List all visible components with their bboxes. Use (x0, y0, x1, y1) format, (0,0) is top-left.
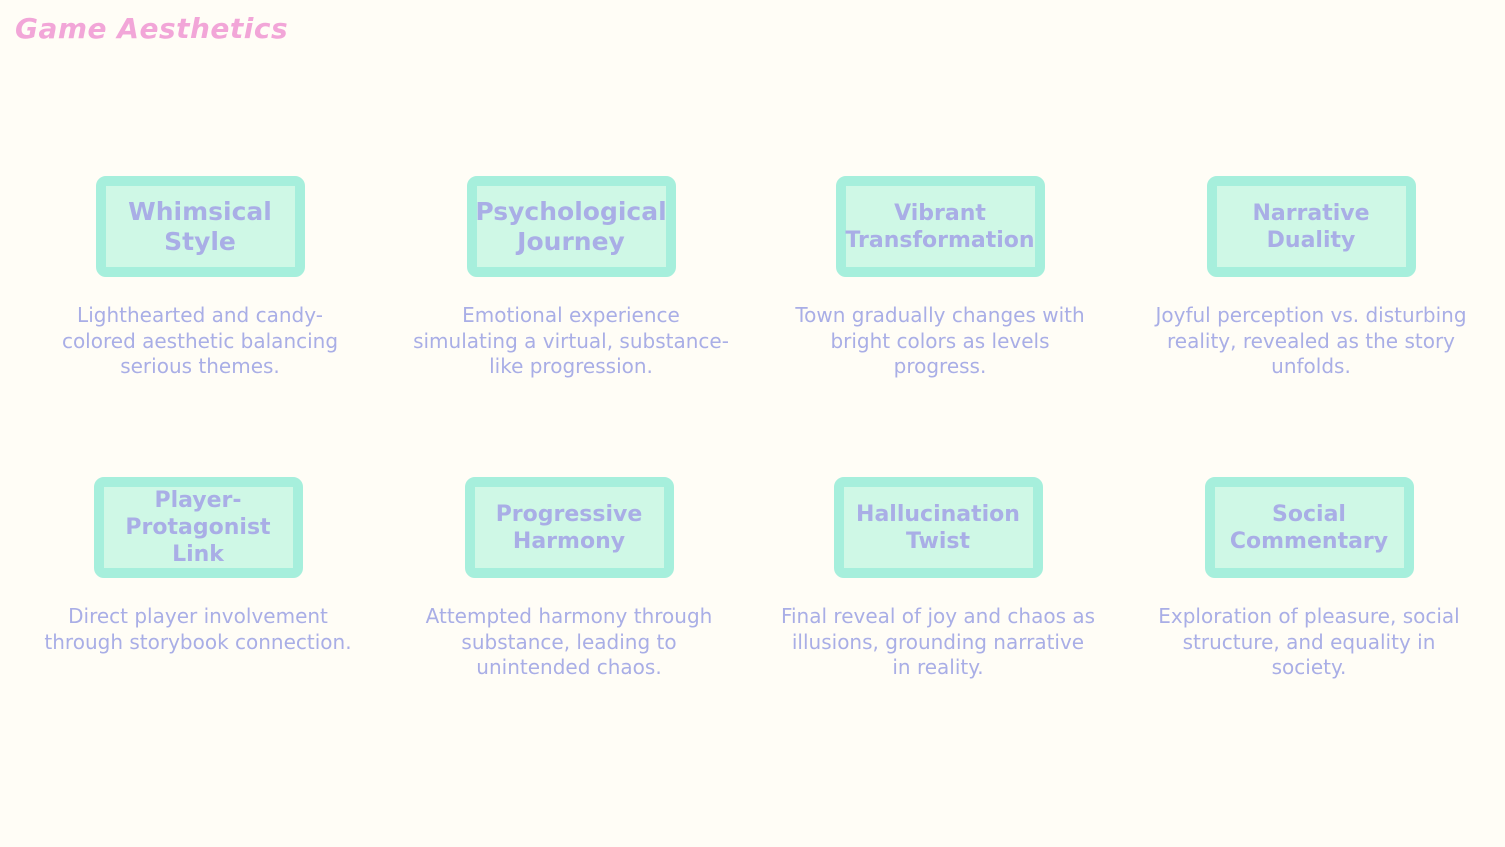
node-label: Narrative Duality (1252, 200, 1370, 253)
node-description: Attempted harmony through substance, lea… (425, 604, 713, 679)
node-description: Town gradually changes with bright color… (795, 303, 1085, 378)
aesthetic-card-narrative-duality: Narrative Duality Joyful perception vs. … (1151, 176, 1471, 380)
node-description: Direct player involvement through storyb… (44, 604, 352, 654)
aesthetic-card-hallucination-twist: Hallucination Twist Final reveal of joy … (778, 477, 1098, 681)
aesthetic-node: Whimsical Style (95, 176, 305, 277)
aesthetic-card-psychological-journey: Psychological Journey Emotional experien… (411, 176, 731, 380)
aesthetic-node: Progressive Harmony (464, 477, 674, 578)
aesthetic-node: Vibrant Transformation (835, 176, 1045, 277)
node-description: Exploration of pleasure, social structur… (1158, 604, 1460, 679)
node-description: Lighthearted and candy-colored aesthetic… (61, 303, 339, 378)
node-label: Social Commentary (1229, 501, 1389, 554)
node-description: Joyful perception vs. disturbing reality… (1155, 303, 1467, 378)
node-description: Emotional experience simulating a virtua… (413, 303, 729, 378)
aesthetic-card-whimsical-style: Whimsical Style Lighthearted and candy-c… (40, 176, 360, 380)
node-description: Final reveal of joy and chaos as illusio… (780, 604, 1096, 679)
aesthetic-node: Psychological Journey (466, 176, 676, 277)
aesthetic-node: Player-Protagonist Link (93, 477, 303, 578)
aesthetic-card-social-commentary: Social Commentary Exploration of pleasur… (1149, 477, 1469, 681)
aesthetic-card-vibrant-transformation: Vibrant Transformation Town gradually ch… (780, 176, 1100, 380)
aesthetic-node: Social Commentary (1204, 477, 1414, 578)
node-label: Vibrant Transformation (845, 200, 1035, 253)
aesthetic-card-player-protagonist-link: Player-Protagonist Link Direct player in… (38, 477, 358, 655)
node-label: Whimsical Style (128, 196, 272, 256)
page-title: Game Aesthetics (15, 12, 289, 45)
node-label: Player-Protagonist Link (125, 488, 271, 567)
node-label: Psychological Journey (475, 196, 667, 256)
aesthetic-card-progressive-harmony: Progressive Harmony Attempted harmony th… (409, 477, 729, 681)
aesthetic-node: Narrative Duality (1206, 176, 1416, 277)
node-label: Progressive Harmony (495, 501, 643, 554)
aesthetic-node: Hallucination Twist (833, 477, 1043, 578)
node-label: Hallucination Twist (856, 501, 1020, 554)
